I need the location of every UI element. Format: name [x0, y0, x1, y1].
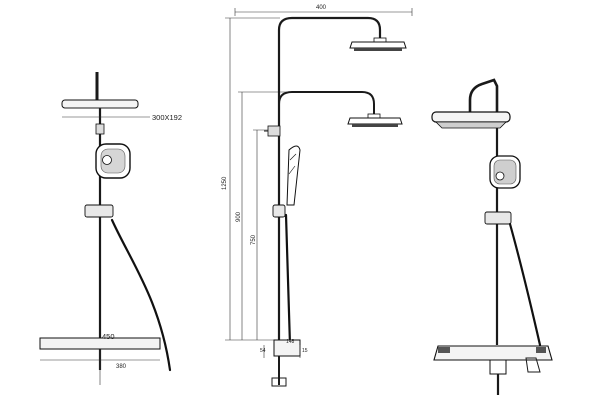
left-shelf-bottom-label: 380: [116, 364, 127, 370]
left-slide-bracket: [84, 204, 114, 218]
left-hand-shower: [95, 143, 131, 179]
right-hand-shower: [489, 155, 521, 189]
left-overhead-head: [61, 99, 139, 109]
rail-height-upper-label: 900: [236, 211, 242, 222]
overall-height-label: 1250: [222, 176, 228, 190]
left-shelf: [39, 337, 161, 350]
arm-reach-label: 400: [316, 5, 327, 11]
middle-slide-bracket: [272, 204, 286, 218]
left-head-size-label: 300X192: [152, 113, 182, 122]
left-joint: [95, 123, 105, 135]
middle-view: 400 1250 900 750: [222, 5, 413, 387]
valve-side-label: 15: [302, 348, 308, 354]
bottom-offset-label: 54: [260, 348, 266, 354]
middle-hose: [284, 213, 292, 347]
lower-overhead-head: [347, 117, 403, 127]
upper-overhead-head: [349, 41, 407, 51]
right-overhead-head: [431, 111, 511, 129]
middle-joint: [267, 125, 281, 137]
lower-arm: [278, 91, 375, 130]
valve-depth-label: 148: [286, 339, 295, 345]
right-view: [431, 78, 553, 395]
middle-hand-shower: [286, 145, 301, 206]
right-shelf: [433, 345, 553, 361]
left-view: 300X192 450 380: [39, 72, 182, 385]
left-hose: [110, 218, 172, 372]
right-valve: [489, 359, 507, 375]
rail-height-lower-label: 750: [251, 234, 257, 245]
right-slide-bracket: [484, 211, 512, 225]
right-top-pipe: [468, 78, 499, 112]
right-hose: [508, 222, 542, 347]
upper-arm: [277, 16, 382, 130]
left-shelf-width-label: 450: [102, 332, 115, 341]
